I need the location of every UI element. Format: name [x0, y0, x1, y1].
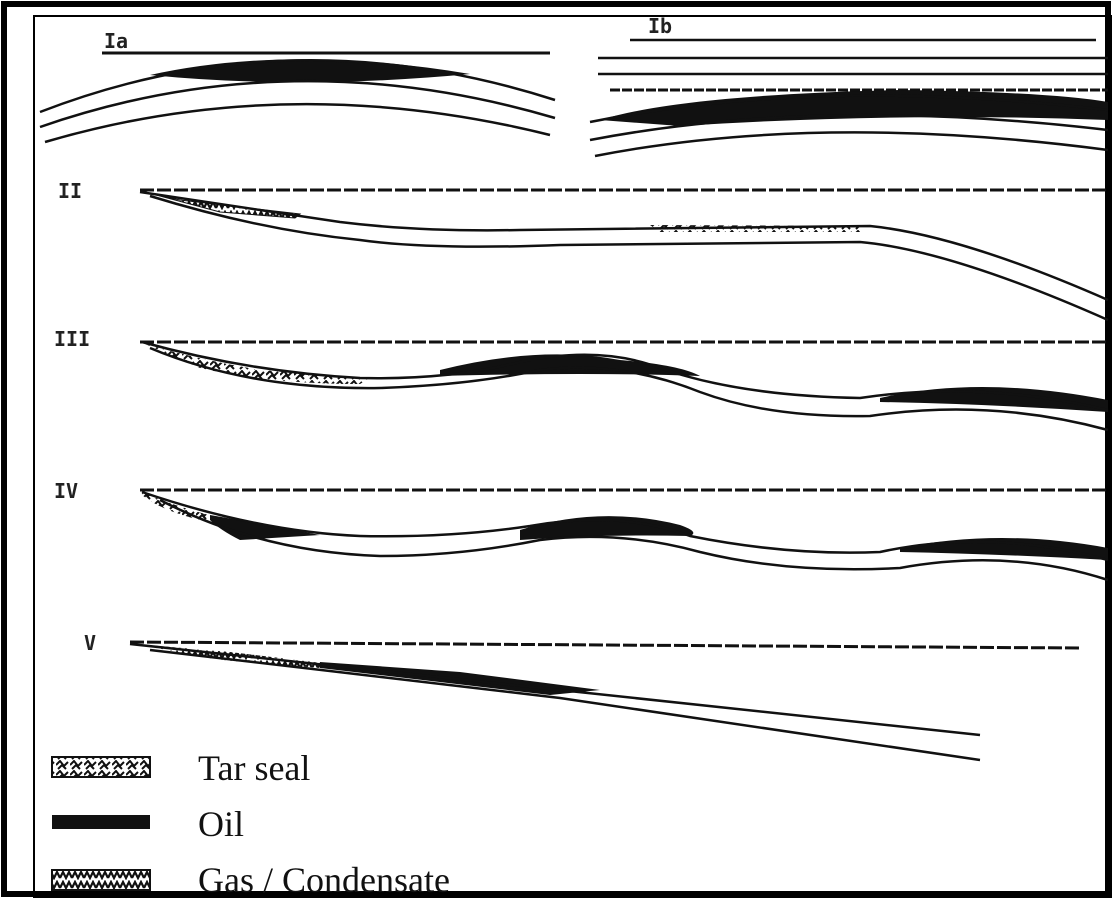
legend-swatch-tar [52, 757, 150, 777]
panel-v: V [84, 631, 1080, 760]
oil-accumulation [150, 59, 470, 82]
legend-label-tar: Tar seal [198, 748, 310, 788]
legend-label-gas: Gas / Condensate [198, 860, 450, 898]
reservoir-top [130, 644, 980, 735]
reservoir-base [150, 650, 980, 760]
panel-label-iii: III [54, 327, 90, 351]
panel-iv: IV [54, 479, 1108, 580]
panel-label-ii: II [58, 179, 82, 203]
panel-label-ia: Ia [104, 29, 128, 53]
panel-iii: III [54, 327, 1108, 430]
lower-bed [595, 132, 1108, 156]
oil-accumulation [900, 538, 1108, 560]
panel-ia: Ia [40, 29, 555, 142]
panel-ii: II [58, 179, 1108, 320]
legend-swatch-gas [52, 870, 150, 890]
panel-label-iv: IV [54, 479, 78, 503]
legend-label-oil: Oil [198, 804, 244, 844]
panel-ib: Ib [590, 14, 1108, 156]
panel-label-ib: Ib [648, 14, 672, 38]
panel-label-v: V [84, 631, 96, 655]
inner-border [34, 16, 1112, 898]
legend: Tar seal Oil Gas / Condensate [52, 748, 450, 898]
unconformity-line [130, 642, 1080, 648]
reservoir-top [140, 192, 1108, 300]
legend-swatch-oil [52, 815, 150, 829]
oil-accumulation [880, 387, 1108, 412]
lower-bed [45, 104, 550, 142]
outer-border [4, 4, 1108, 894]
oil-accumulation [440, 354, 700, 376]
